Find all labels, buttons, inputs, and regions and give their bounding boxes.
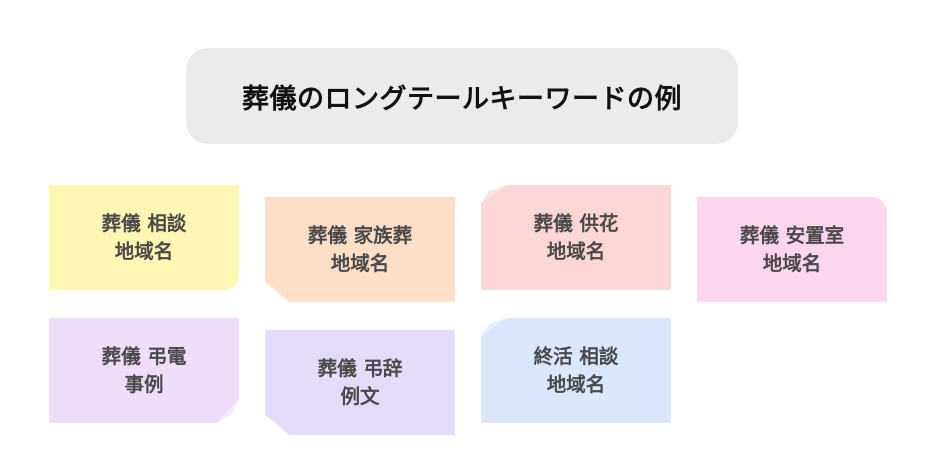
note-keyword: 葬儀 弔辞 bbox=[317, 356, 403, 380]
note-keyword: 終活 相談 bbox=[533, 344, 619, 368]
note-modifier: 地域名 bbox=[762, 251, 822, 275]
note-modifier: 地域名 bbox=[546, 239, 606, 263]
sticky-note-3: 葬儀 供花 地域名 bbox=[481, 185, 671, 290]
sticky-note-6: 葬儀 弔辞 例文 bbox=[265, 330, 455, 435]
sticky-note-7: 終活 相談 地域名 bbox=[481, 318, 671, 423]
note-modifier: 地域名 bbox=[546, 372, 606, 396]
note-keyword: 葬儀 家族葬 bbox=[307, 223, 413, 247]
note-modifier: 地域名 bbox=[114, 239, 174, 263]
sticky-note-2: 葬儀 家族葬 地域名 bbox=[265, 197, 455, 302]
diagram-title: 葬儀のロングテールキーワードの例 bbox=[242, 83, 682, 115]
note-keyword: 葬儀 弔電 bbox=[101, 344, 187, 368]
note-modifier: 例文 bbox=[340, 384, 380, 408]
note-modifier: 地域名 bbox=[330, 251, 390, 275]
note-keyword: 葬儀 相談 bbox=[101, 211, 187, 235]
title-banner: 葬儀のロングテールキーワードの例 bbox=[186, 48, 738, 144]
note-modifier: 事例 bbox=[124, 372, 164, 396]
note-keyword: 葬儀 供花 bbox=[533, 211, 619, 235]
sticky-note-4: 葬儀 安置室 地域名 bbox=[697, 197, 887, 302]
note-keyword: 葬儀 安置室 bbox=[739, 223, 845, 247]
sticky-note-1: 葬儀 相談 地域名 bbox=[49, 185, 239, 290]
sticky-note-5: 葬儀 弔電 事例 bbox=[49, 318, 239, 423]
